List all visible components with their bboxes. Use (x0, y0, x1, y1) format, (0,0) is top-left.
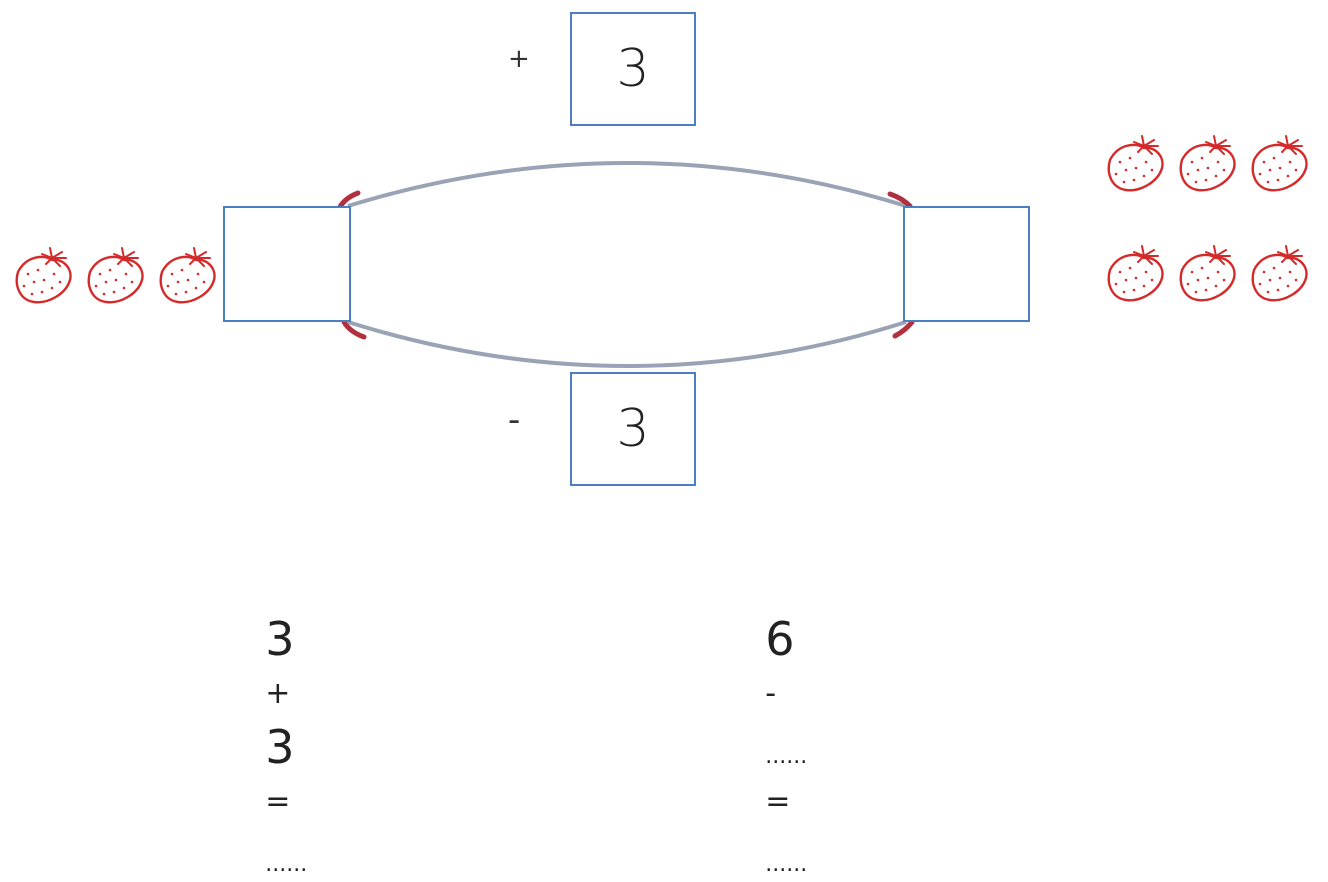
top-operation-sign: + (508, 44, 530, 74)
top-operation-box: 3 (570, 12, 696, 126)
equation-1-answer-blank[interactable]: ...... (265, 852, 308, 877)
strawberry-icon (1251, 245, 1308, 302)
equation-1-equals: = (265, 784, 292, 819)
equation-1-a: 3 (265, 612, 296, 666)
bottom-operation-value: 3 (616, 399, 650, 459)
left-strawberry-group (10, 242, 222, 306)
right-strawberry-group-bottom (1102, 240, 1314, 304)
equation-2-op: - (765, 676, 778, 711)
top-arc-right-tip (887, 191, 913, 209)
bottom-arc (347, 320, 907, 368)
top-arc (347, 161, 907, 208)
equation-1-b: 3 (265, 720, 296, 774)
right-strawberry-group-top (1102, 130, 1314, 194)
strawberry-icon (1251, 135, 1308, 192)
bottom-operation-sign: - (508, 400, 521, 440)
strawberry-icon (15, 247, 72, 304)
top-arc-left-tip (337, 190, 361, 210)
equation-2-blank-2[interactable]: ...... (765, 852, 808, 877)
equation-subtraction: 6 - ...... = ...... (734, 558, 807, 882)
top-operation-value: 3 (616, 39, 650, 99)
equation-addition: 3 + 3 = ...... (234, 558, 307, 882)
strawberry-icon (1107, 245, 1164, 302)
equation-2-blank-1[interactable]: ...... (765, 744, 808, 769)
strawberry-icon (87, 247, 144, 304)
bottom-operation-box: 3 (570, 372, 696, 486)
equation-2-equals: = (765, 784, 792, 819)
strawberry-icon (159, 247, 216, 304)
bottom-arc-right-tip (892, 319, 915, 339)
strawberry-icon (1107, 135, 1164, 192)
strawberry-icon (1179, 135, 1236, 192)
left-answer-box[interactable] (223, 206, 351, 322)
equation-2-a: 6 (765, 612, 796, 666)
strawberry-icon (1179, 245, 1236, 302)
arc-diagram (337, 161, 915, 368)
equation-1-op: + (265, 676, 292, 711)
bottom-arc-left-tip (341, 319, 367, 340)
right-answer-box[interactable] (903, 206, 1030, 322)
